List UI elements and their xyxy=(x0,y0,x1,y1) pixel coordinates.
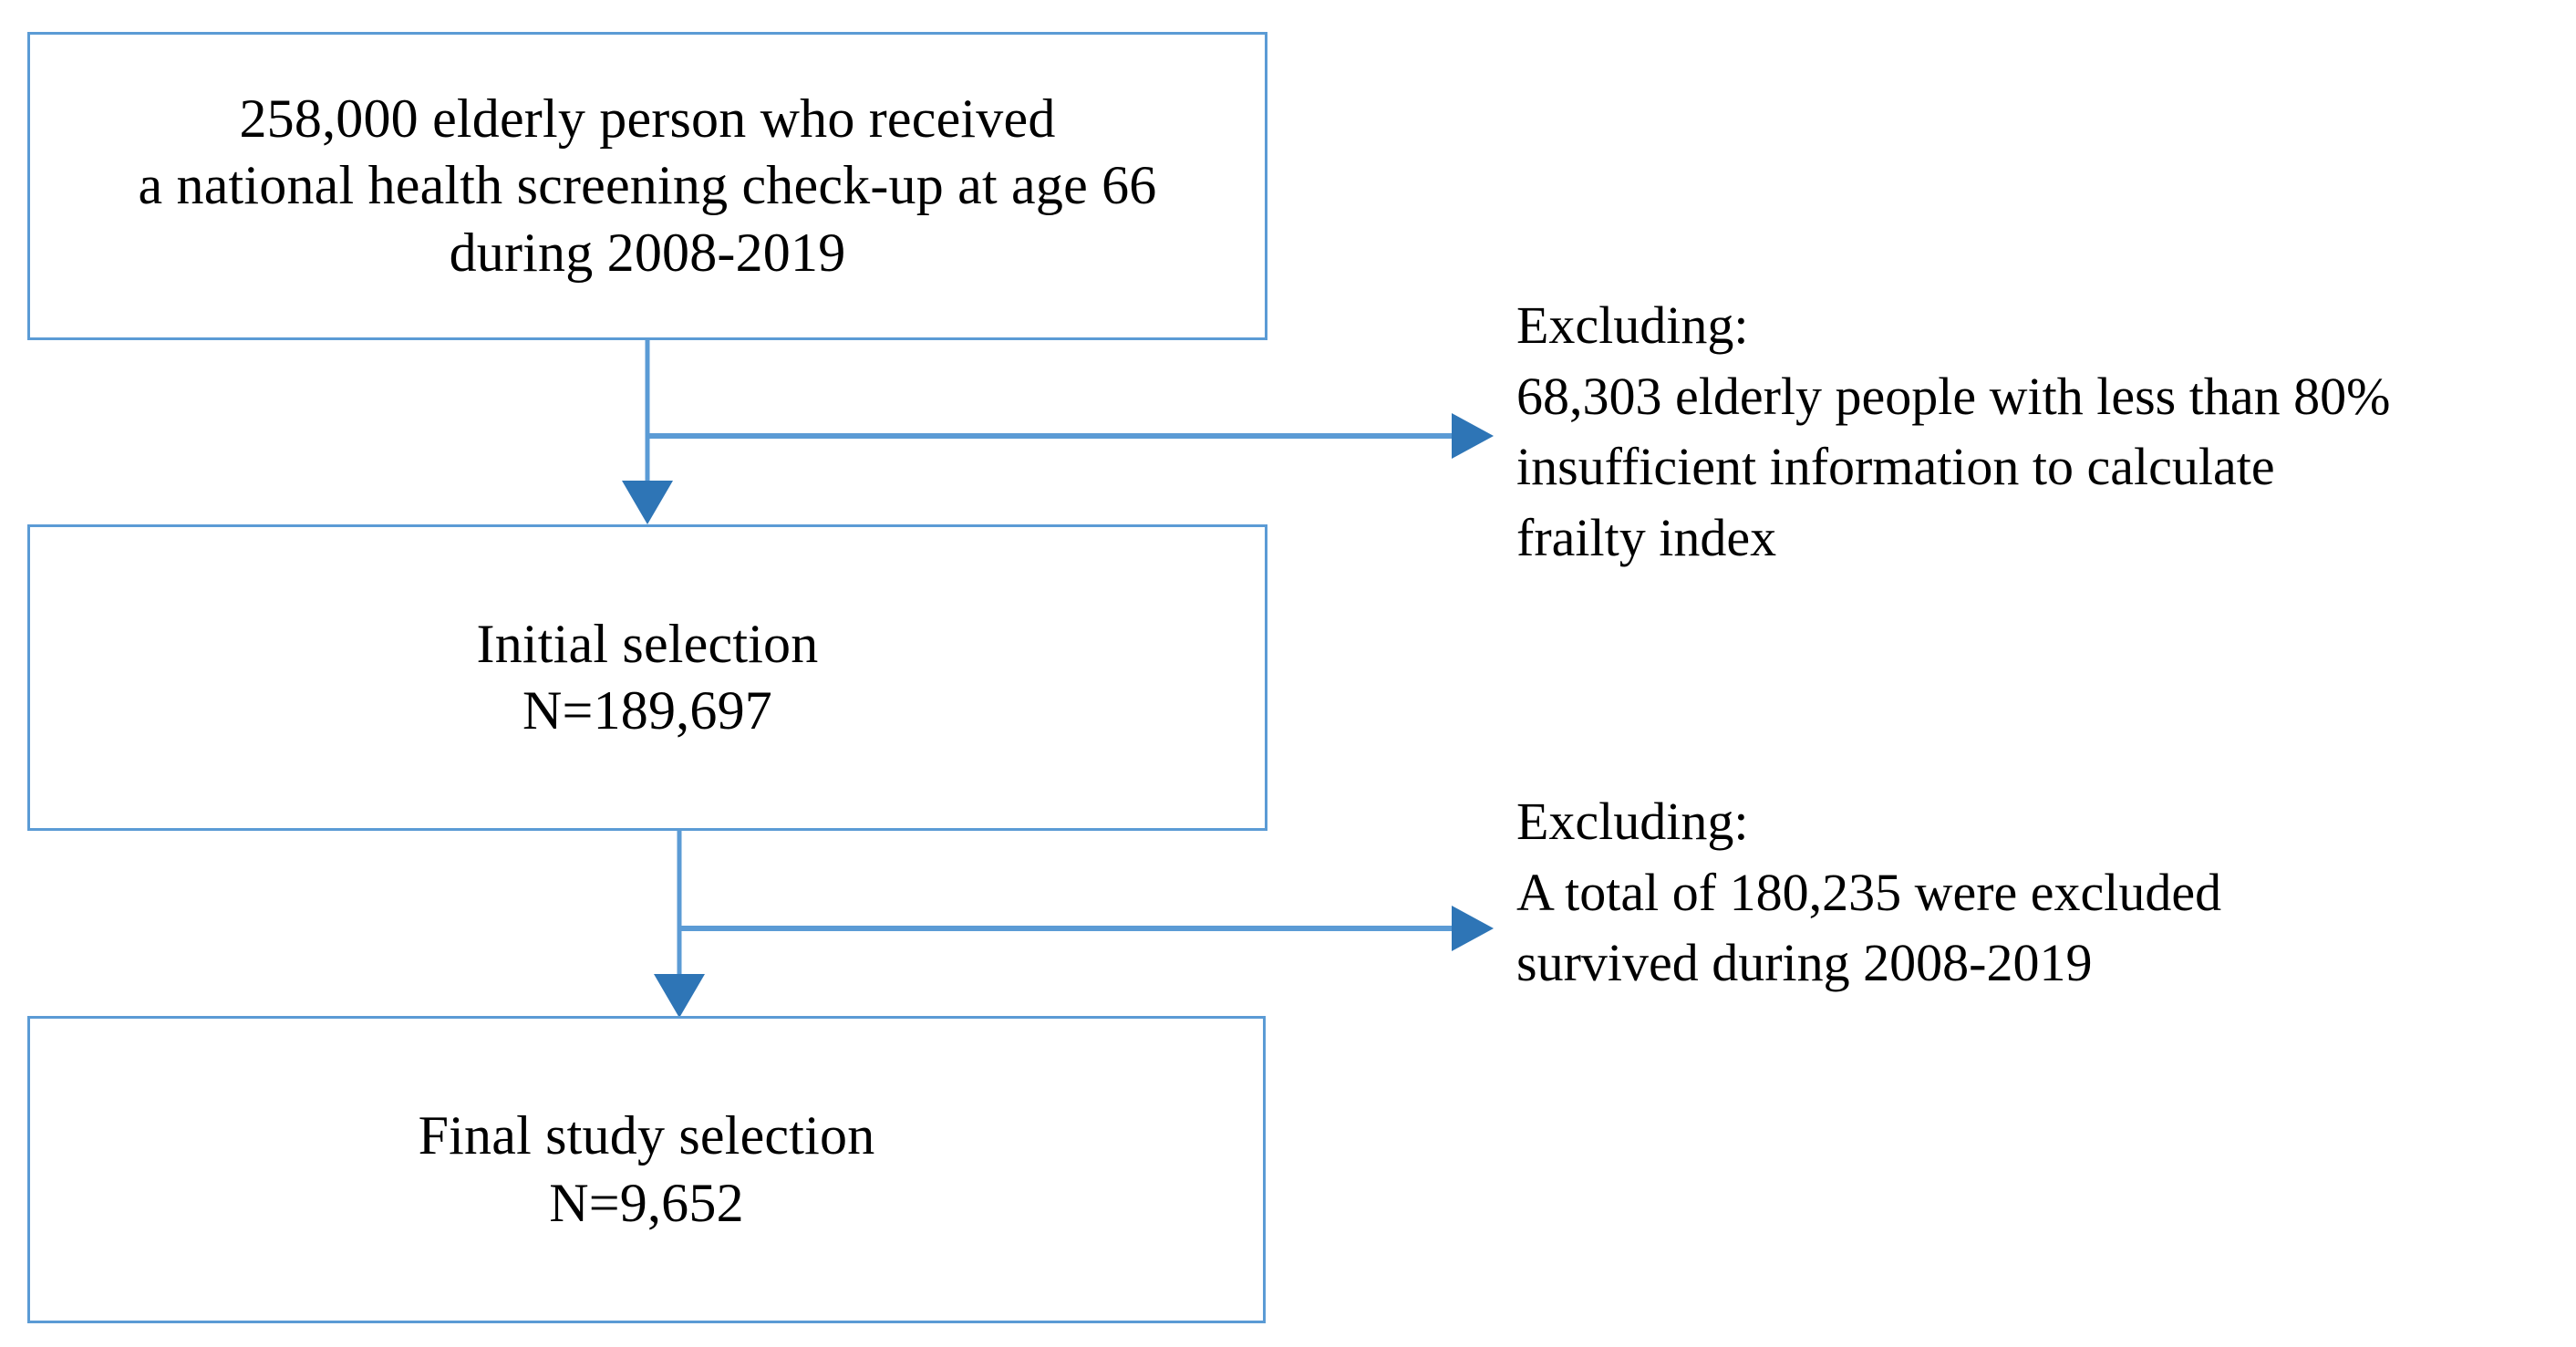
box-initial-selection-line-2: N=189,697 xyxy=(522,680,772,741)
exclusion-note-2: Excluding: A total of 180,235 were exclu… xyxy=(1516,786,2221,999)
arrowhead-right-2 xyxy=(1452,906,1494,951)
exclusion-note-2-line-1: Excluding: xyxy=(1516,792,1749,851)
arrowhead-down-2 xyxy=(654,974,705,1018)
box-final-selection-line-1: Final study selection xyxy=(418,1105,875,1166)
exclusion-note-1-line-1: Excluding: xyxy=(1516,295,1749,355)
box-initial-cohort-line-1: 258,000 elderly person who received xyxy=(239,88,1056,150)
exclusion-note-2-line-2: A total of 180,235 were excluded xyxy=(1516,862,2222,922)
exclusion-note-1-line-4: frailty index xyxy=(1516,508,1777,568)
exclusion-note-2-line-3: survived during 2008-2019 xyxy=(1516,933,2093,993)
exclusion-note-1: Excluding: 68,303 elderly people with le… xyxy=(1516,290,2390,574)
box-initial-cohort-line-3: during 2008-2019 xyxy=(449,222,846,283)
box-initial-cohort-line-2: a national health screening check-up at … xyxy=(138,155,1157,216)
flow-box-initial-selection: Initial selection N=189,697 xyxy=(27,524,1267,831)
arrowhead-right-1 xyxy=(1452,413,1494,459)
arrowhead-down-1 xyxy=(622,481,673,524)
flow-box-initial-cohort: 258,000 elderly person who received a na… xyxy=(27,32,1267,340)
exclusion-note-1-line-3: insufficient information to calculate xyxy=(1516,437,2275,497)
exclusion-note-1-line-2: 68,303 elderly people with less than 80% xyxy=(1516,366,2391,426)
flow-box-final-selection: Final study selection N=9,652 xyxy=(27,1016,1266,1323)
box-initial-selection-line-1: Initial selection xyxy=(476,613,819,674)
box-final-selection-line-2: N=9,652 xyxy=(549,1172,744,1233)
